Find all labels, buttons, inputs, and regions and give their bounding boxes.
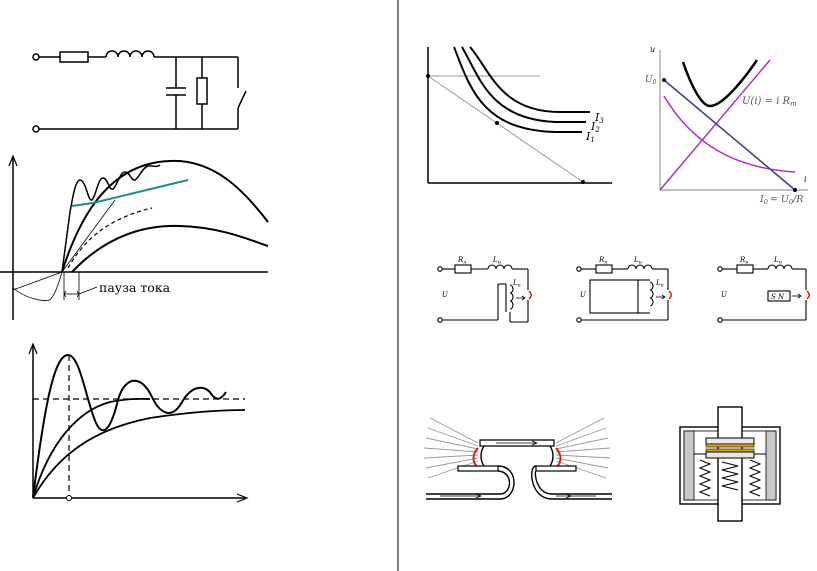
source-line <box>663 79 796 191</box>
circuit-2 <box>576 264 669 323</box>
c2-u-label: U <box>580 291 587 299</box>
magnet-block <box>767 290 791 302</box>
curve-i3 <box>469 46 590 113</box>
arc-line-label: U(i) = i Rm <box>742 96 797 108</box>
contact-blowout <box>423 417 612 500</box>
arc-mark-2 <box>668 290 672 300</box>
parallel-resistor <box>196 77 208 105</box>
circuit-1 <box>437 264 529 323</box>
label-i2: I2 <box>590 120 600 134</box>
arc-mark-1 <box>528 290 532 300</box>
curve-i2 <box>461 46 586 123</box>
c1-l-label: Lн <box>492 256 501 266</box>
c3-r-label: Rн <box>739 256 749 266</box>
c3-magnet-label: S N <box>771 293 785 301</box>
hyperbola-curve <box>663 95 796 173</box>
c2-l-label: Lн <box>633 256 642 266</box>
terminal-top <box>32 53 40 61</box>
arc-u0-label: U0 <box>645 75 657 86</box>
c2-coil-label: Lк <box>655 279 664 289</box>
current-waveform <box>0 154 269 320</box>
arc-voltage-plot <box>659 50 808 192</box>
arc-y-label: u <box>650 45 655 54</box>
arc-mark-3 <box>806 290 810 300</box>
inductor <box>105 50 155 58</box>
resistor <box>59 51 89 63</box>
switch-blade <box>237 90 247 109</box>
c1-coil-label: Lк <box>512 279 521 289</box>
transient-response <box>28 342 249 503</box>
current-pause-label: пауза тока <box>99 280 171 295</box>
current-characteristics <box>426 46 612 184</box>
terminal-bottom <box>32 125 40 133</box>
c3-u-label: U <box>721 291 728 299</box>
curve-i1 <box>453 46 582 133</box>
load-line <box>427 75 584 183</box>
arc-i0-label: I0= U0/R <box>759 194 803 206</box>
arc-characteristic <box>681 59 759 108</box>
label-i3: I3 <box>594 111 604 125</box>
rlc-circuit <box>32 50 247 133</box>
label-i1: I1 <box>585 130 595 144</box>
c2-r-label: Rн <box>598 256 608 266</box>
resistive-line <box>659 59 771 191</box>
c1-r-label: Rн <box>457 256 467 266</box>
circuit-3 <box>717 264 807 323</box>
contactor-section <box>679 406 781 522</box>
c3-l-label: Lн <box>773 256 782 266</box>
c1-u-label: U <box>442 291 449 299</box>
arc-x-label: i <box>804 175 807 184</box>
